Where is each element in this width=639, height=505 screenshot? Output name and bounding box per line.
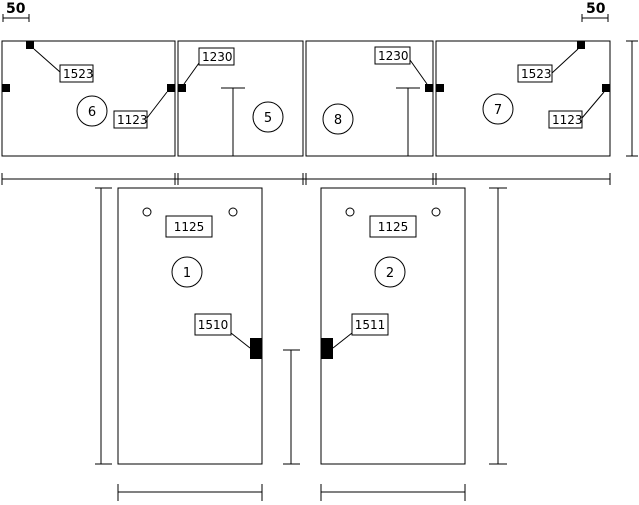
dimension-panel-2-height [489, 187, 507, 465]
part-tag: 1230 [202, 50, 233, 64]
panel-number: 5 [264, 111, 272, 126]
panel-5: 1230 5 [177, 40, 304, 157]
panel-7: 1523 1123 7 [435, 40, 611, 157]
connector-marker [2, 84, 10, 92]
dimension-top-row-widths [1, 173, 611, 185]
part-tag: 1125 [378, 220, 409, 234]
panel-number: 2 [386, 266, 394, 281]
part-tag: 1523 [521, 67, 552, 81]
panel-2: 1125 2 1511 [320, 187, 466, 465]
part-tag: 1510 [198, 318, 229, 332]
panel-number: 7 [494, 103, 502, 118]
dimension-top-row-height [626, 40, 638, 157]
connector-marker [26, 41, 34, 49]
part-tag: 1523 [63, 67, 94, 81]
dimension-hinge-height [283, 349, 300, 465]
connector-marker [577, 41, 585, 49]
connector-marker [425, 84, 433, 92]
panel-1: 1125 1 1510 [117, 187, 263, 465]
part-tag: 1123 [552, 113, 583, 127]
part-tag: 1230 [378, 49, 409, 63]
hinge-marker [321, 338, 333, 359]
connector-marker [167, 84, 175, 92]
hole-marker [228, 207, 238, 217]
dimension-right-50: 50 [581, 1, 609, 22]
panel-number: 8 [334, 113, 342, 128]
panel-number: 1 [183, 266, 191, 281]
dimension-panel-2-width [320, 484, 466, 501]
panel-6: 1523 1123 6 [1, 40, 176, 157]
dimension-panel-1-height [95, 187, 112, 465]
dimension-left-50: 50 [2, 1, 30, 22]
dimension-right-label: 50 [586, 1, 606, 17]
hole-marker [345, 207, 355, 217]
part-tag: 1125 [174, 220, 205, 234]
part-tag: 1123 [117, 113, 148, 127]
panel-number: 6 [88, 105, 96, 120]
hole-marker [142, 207, 152, 217]
dimension-left-label: 50 [6, 1, 26, 17]
connector-marker [436, 84, 444, 92]
connector-marker [602, 84, 610, 92]
dimension-panel-1-width [117, 484, 263, 501]
hole-marker [431, 207, 441, 217]
panel-8: 1230 8 [305, 40, 434, 157]
hinge-marker [250, 338, 262, 359]
part-tag: 1511 [355, 318, 386, 332]
connector-marker [178, 84, 186, 92]
